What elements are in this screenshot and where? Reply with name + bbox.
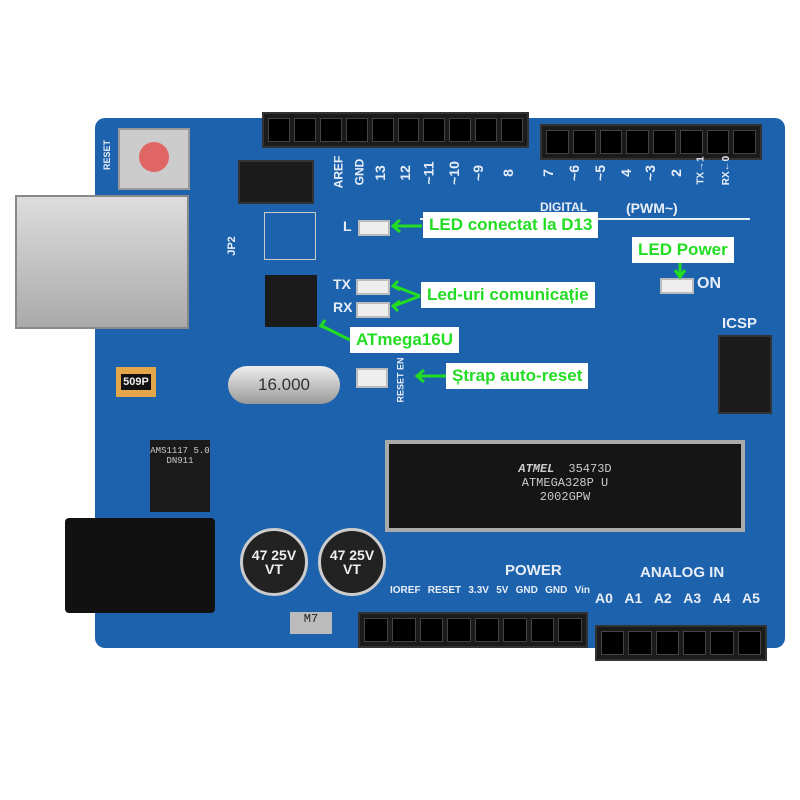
annotation-auto-reset: Ștrap auto-reset — [446, 363, 589, 389]
led-rx-label: RX — [333, 299, 353, 315]
atmega328p-chip: ATMEL 35473D ATMEGA328P U 2002GPW — [385, 440, 745, 532]
icsp-label: ICSP — [722, 315, 758, 332]
annotation-comm-leds: Led-uri comunicație — [421, 282, 595, 308]
dc-power-jack — [65, 518, 215, 613]
analog-pin-labels: A0 A1 A2 A3 A4 A5 — [595, 590, 760, 606]
power-label: POWER — [505, 562, 562, 579]
pin-label: Vin — [574, 585, 590, 596]
capacitor-label: 47 25V VT — [251, 547, 297, 577]
jp2-pads — [264, 212, 316, 260]
diode: M7 — [290, 612, 332, 634]
power-pin-labels: IOREF RESET 3.3V 5V GND GND Vin — [390, 585, 590, 615]
pin-label: 3.3V — [468, 585, 489, 596]
arrow-usb-chip — [318, 319, 351, 342]
reset-en-jumper — [356, 368, 388, 388]
fuse-label: 509P — [121, 374, 151, 390]
power-header — [358, 612, 588, 648]
pin-label: RESET — [427, 585, 462, 596]
arrow-led-power — [673, 262, 687, 280]
regulator-label: AMS1117 5.0 DN911 — [150, 446, 210, 466]
chip-brand: ATMEL — [518, 462, 555, 476]
annotation-led-d13: LED conectat la D13 — [423, 212, 599, 238]
atmega16u-chip — [265, 275, 317, 327]
digital-label: DIGITAL — [540, 200, 588, 214]
digital-header — [262, 112, 529, 148]
annotation-usb-chip: ATmega16U — [350, 327, 459, 353]
icsp1-header — [238, 160, 314, 204]
reset-button[interactable] — [118, 128, 190, 190]
fuse: 509P — [116, 367, 156, 397]
capacitor: 47 25V VT — [240, 528, 308, 596]
led-rx — [356, 302, 390, 318]
digital-header-2 — [540, 124, 762, 160]
pin-label: GND — [545, 585, 568, 596]
pin-label: IOREF — [390, 585, 421, 596]
crystal: 16.000 — [228, 366, 340, 404]
analog-label: ANALOG IN — [640, 564, 725, 581]
usb-port — [15, 195, 189, 329]
on-label: ON — [697, 275, 721, 292]
pin-label: A4 — [712, 590, 731, 606]
pwm-label: (PWM~) — [626, 200, 678, 216]
annotation-led-power: LED Power — [632, 237, 734, 263]
chip-model: ATMEGA328P U — [521, 476, 609, 490]
crystal-label: 16.000 — [258, 375, 310, 394]
led-tx-label: TX — [333, 276, 351, 292]
led-tx — [356, 279, 390, 295]
diode-label: M7 — [303, 612, 319, 626]
led-l-label: L — [343, 218, 352, 234]
arrow-comm-rx — [390, 294, 421, 313]
pin-label: A1 — [624, 590, 643, 606]
capacitor: 47 25V VT — [318, 528, 386, 596]
pin-label: A0 — [595, 590, 613, 606]
arrow-comm-tx — [390, 279, 421, 298]
pin-label: A2 — [653, 590, 672, 606]
led-power — [660, 278, 694, 294]
voltage-regulator: AMS1117 5.0 DN911 — [150, 440, 210, 512]
arrow-auto-reset — [414, 368, 446, 384]
icsp-header — [718, 335, 772, 414]
chip-code: 35473D — [568, 462, 612, 476]
analog-header — [595, 625, 767, 661]
led-l — [358, 220, 390, 236]
pin-label: GND — [515, 585, 538, 596]
pin-label: A3 — [683, 590, 702, 606]
pin-label: 5V — [496, 585, 509, 596]
pin-label: A5 — [742, 590, 760, 606]
chip-date: 2002GPW — [539, 490, 591, 504]
arrow-led-d13 — [390, 218, 422, 234]
capacitor-label: 47 25V VT — [329, 547, 375, 577]
